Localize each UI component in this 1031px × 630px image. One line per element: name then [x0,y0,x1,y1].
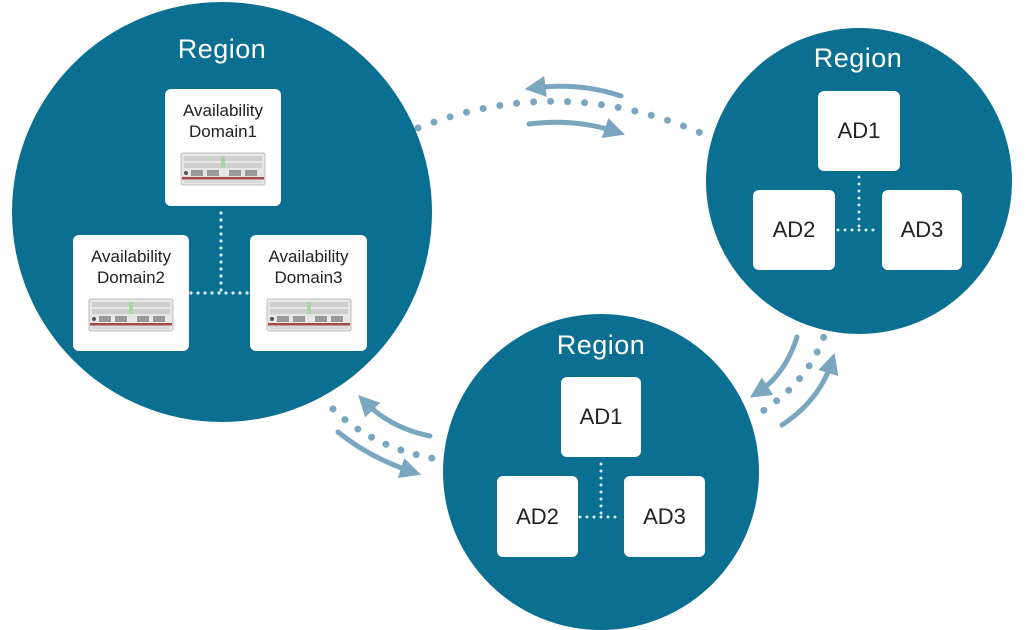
region-circle-right [706,28,1012,334]
ad3-box-right-region: AD3 [882,190,962,270]
arrow-bottom-to-left [358,394,433,439]
domain-label: AD2 [516,503,559,529]
arrow-bottom-to-right [779,352,839,428]
domain-label: AD2 [772,217,816,242]
ad1-box-bottom-region: AD1 [561,377,641,457]
ad3-box-bottom-region: AD3 [624,476,705,557]
arrow-left-to-bottom [335,429,421,479]
region-title-bottom: Region [556,330,646,360]
server-rack-icon [180,152,266,186]
arrow-left-to-right [526,118,625,138]
ad2-box-right-region: AD2 [753,190,835,270]
link-left-right-dotted [414,97,716,142]
server-rack-icon [88,298,174,332]
ad2-box-bottom-region: AD2 [497,476,578,557]
domain-label: AD3 [643,503,686,529]
arrow-right-to-bottom [749,334,800,398]
link-bottom-left-dotted [329,405,447,464]
domain-label: AD3 [900,217,944,242]
link-right-bottom-dotted [748,318,832,422]
domain-label: AD1 [837,118,881,143]
ad1-box-right-region: AD1 [818,91,900,171]
server-rack-icon [266,298,351,332]
arrow-right-to-left [524,75,624,99]
region-title-left: Region [177,34,267,64]
region-title-right: Region [813,43,903,73]
domain-label: AD1 [579,404,623,429]
